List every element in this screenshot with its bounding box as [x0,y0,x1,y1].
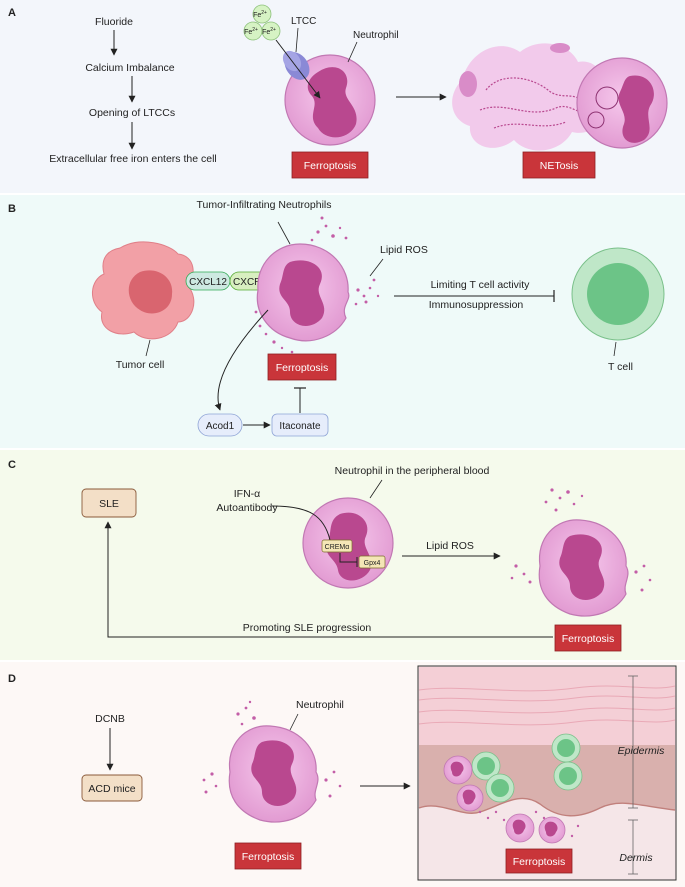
sle-label: SLE [99,498,119,510]
lipid-ros-label-b: Lipid ROS [380,244,428,256]
panel-a-letter: A [8,7,16,19]
crem-label: CREMα [325,544,350,551]
ros-dots-tissue [478,810,580,838]
immuno-label: Immunosuppression [429,299,524,311]
ros-dots-c [510,488,652,592]
ferroptotic-neutrophil-d [228,725,319,823]
ion-label: Fe [262,29,270,36]
neutrophil-label-a: Neutrophil [353,30,399,41]
netosis-label: NETosis [540,160,579,172]
netotic-neutrophil [576,57,668,149]
autoantibody-label: Autoantibody [216,502,278,514]
lipid-ros-label-c: Lipid ROS [426,540,474,552]
npb-label: Neutrophil in the peripheral blood [335,465,490,477]
t-cell [571,247,665,341]
ferroptosis-box-a [291,151,369,179]
panel-b-letter: B [8,203,16,215]
t-cell-label: T cell [608,361,633,373]
ferroptosis-box-b [267,353,337,381]
ltcc-label: LTCC [291,16,316,27]
ros-dots-b [254,216,380,354]
crem-box [321,539,353,553]
acd-mice-box [81,774,143,802]
panel-d-letter: D [8,673,16,685]
ferroptosis-label-b: Ferroptosis [276,362,329,374]
tumor-cell-label: Tumor cell [116,359,165,371]
ion-charge: 2+ [270,27,276,33]
flow-step-2: Calcium Imbalance [85,62,174,74]
svg-text:Fe2+: Fe2+ [262,27,276,36]
epidermis-label: Epidermis [618,745,665,757]
limiting-label: Limiting T cell activity [431,279,531,291]
panel-d: D DCNB ACD mice Neutrophil Ferroptosis [0,662,685,887]
acod1-pill [197,413,243,437]
ferroptosis-label-d: Ferroptosis [242,851,295,863]
ferroptosis-label-c: Ferroptosis [562,633,615,645]
svg-text:Fe2+: Fe2+ [244,27,258,36]
cxcl12-label: CXCL12 [189,277,227,288]
ferroptosis-box-c [554,624,622,652]
flow-step-3: Opening of LTCCs [89,107,175,119]
ifn-label: IFN-α [234,488,260,500]
sle-box [81,488,137,518]
tumor-cell [92,241,195,340]
acod1-label: Acod1 [206,421,235,432]
panel-c-letter: C [8,459,16,471]
ion-label: Fe [244,29,252,36]
panel-c: C SLE Neutrophil in the peripheral blood… [0,450,685,660]
flow-step-4: Extracellular free iron enters the cell [49,153,217,165]
dermis-label: Dermis [619,852,653,864]
acd-mice-label: ACD mice [88,783,135,795]
ion-label: Fe [253,12,261,19]
promoting-label: Promoting SLE progression [243,622,372,634]
ferroptosis-label-d2: Ferroptosis [513,856,566,868]
neutrophil-cell-a [284,54,376,146]
flow-step-1: Fluoride [95,16,133,28]
tumor-infiltrating-neutrophil [256,243,350,342]
tissue-neutrophils [443,755,566,844]
iron-ions: Fe2+ Fe2+ Fe2+ [243,4,281,41]
ferroptosis-box-d [234,842,302,870]
cxcr4-label: CXCR4 [233,277,267,288]
dcnb-label: DCNB [95,713,125,725]
ion-charge: 2+ [261,10,267,16]
ferroptosis-label-a: Ferroptosis [304,160,357,172]
netosis-nets [452,43,604,151]
ion-charge: 2+ [252,27,258,33]
ros-dots-d [202,700,342,798]
tin-label: Tumor-Infiltrating Neutrophils [197,199,332,211]
svg-text:Fe2+: Fe2+ [253,10,267,19]
neutrophil-label-d: Neutrophil [296,699,344,711]
ferroptosis-box-d2 [505,848,573,874]
panel-b: B Tumor cell CXCL12 CXCR4 Tumor-Infiltra… [0,195,685,448]
ferroptotic-neutrophil-c [538,519,629,617]
gpx4-box [358,555,386,569]
panel-a: A Fluoride Calcium Imbalance Opening of … [0,0,685,193]
itaconate-pill [271,413,329,437]
tissue-t-cells [471,733,583,803]
netosis-box [522,151,596,179]
gpx4-label: Gpx4 [364,560,381,567]
itaconate-label: Itaconate [279,421,321,432]
